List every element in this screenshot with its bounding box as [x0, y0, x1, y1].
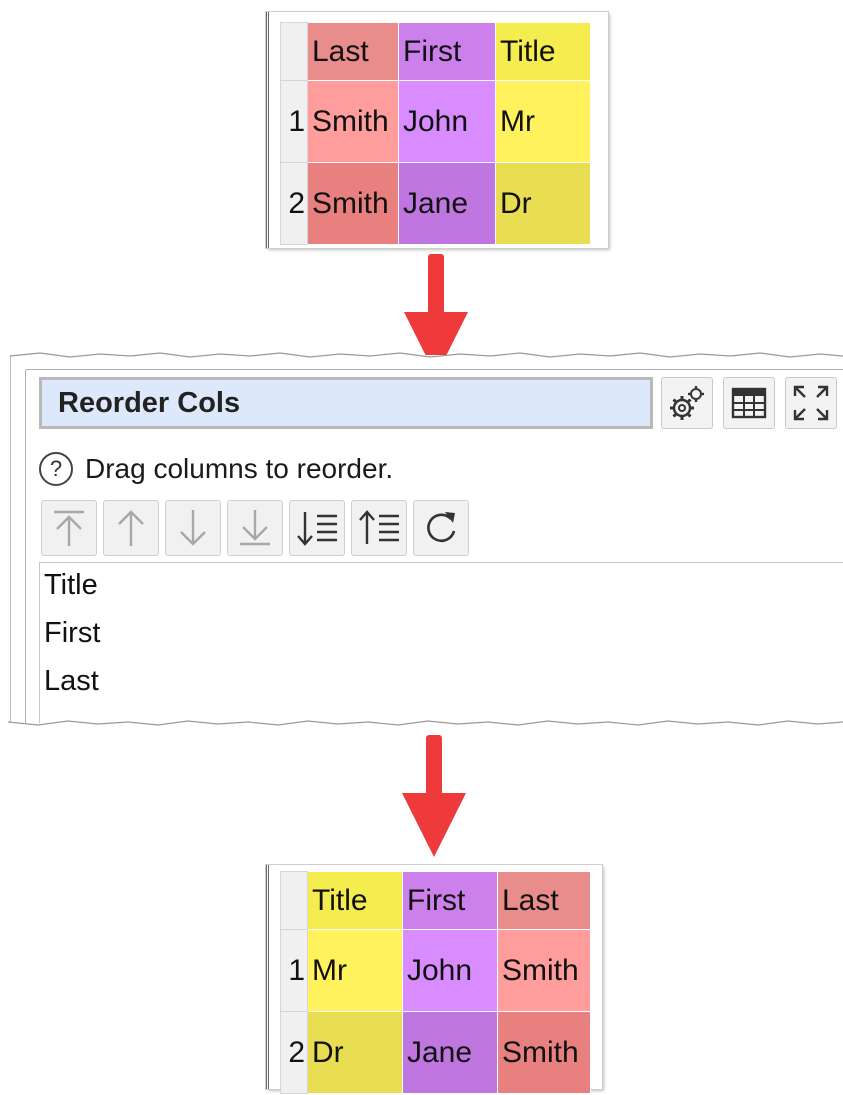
transform-title-field[interactable]: Reorder Cols: [39, 377, 653, 429]
column-order-list[interactable]: Title First Last: [39, 562, 843, 723]
table-cell[interactable]: Smith: [497, 929, 591, 1012]
sort-asc-icon: [359, 510, 399, 544]
table-row: 1 Smith John Mr: [280, 80, 591, 163]
maximize-button[interactable]: [785, 377, 837, 429]
help-icon[interactable]: ?: [39, 452, 73, 486]
column-header-first[interactable]: First: [398, 22, 496, 81]
column-header-first[interactable]: First: [402, 871, 498, 930]
options-button[interactable]: [661, 377, 713, 429]
table-cell[interactable]: Dr: [495, 162, 591, 245]
column-header-title[interactable]: Title: [307, 871, 403, 930]
table-cell[interactable]: Dr: [307, 1011, 403, 1094]
table-cell[interactable]: Smith: [307, 80, 399, 163]
row-number: 2: [280, 162, 308, 245]
list-item[interactable]: First: [44, 617, 101, 649]
refresh-icon: [427, 512, 456, 543]
move-down-button[interactable]: [165, 500, 221, 556]
move-to-top-button[interactable]: [41, 500, 97, 556]
header-row: Title First Last: [280, 871, 591, 930]
reorder-cols-panel: Reorder Cols: [10, 355, 843, 723]
table-cell[interactable]: Mr: [307, 929, 403, 1012]
sort-ascending-button[interactable]: [351, 500, 407, 556]
torn-edge-bottom: [0, 720, 843, 730]
table-row: 1 Mr John Smith: [280, 929, 591, 1012]
expand-icon: [793, 385, 829, 421]
output-table: Title First Last 1 Mr John Smith 2 Dr Ja…: [280, 871, 591, 1094]
help-text: Drag columns to reorder.: [85, 453, 394, 484]
table-cell[interactable]: Smith: [497, 1011, 591, 1094]
table-cell[interactable]: John: [398, 80, 496, 163]
reset-button[interactable]: [413, 500, 469, 556]
corner-cell: [280, 22, 308, 81]
header-row: Last First Title: [280, 22, 591, 81]
flow-arrow-down-icon: [402, 735, 466, 857]
list-item[interactable]: Title: [44, 569, 98, 601]
sort-descending-button[interactable]: [289, 500, 345, 556]
move-bottom-icon: [240, 510, 270, 546]
sort-desc-icon: [297, 512, 337, 546]
corner-cell: [280, 871, 308, 930]
row-number: 1: [280, 80, 308, 163]
move-up-button[interactable]: [103, 500, 159, 556]
table-cell[interactable]: John: [402, 929, 498, 1012]
input-table-panel: Last First Title 1 Smith John Mr 2 Smith…: [266, 12, 608, 248]
table-row: 2 Dr Jane Smith: [280, 1011, 591, 1094]
help-row: ? Drag columns to reorder.: [39, 447, 393, 491]
column-header-last[interactable]: Last: [307, 22, 399, 81]
gears-icon: [670, 386, 704, 420]
table-icon: [731, 387, 767, 419]
move-top-icon: [54, 510, 84, 546]
table-cell[interactable]: Jane: [402, 1011, 498, 1094]
table-cell[interactable]: Mr: [495, 80, 591, 163]
row-number: 1: [280, 929, 308, 1012]
table-cell[interactable]: Smith: [307, 162, 399, 245]
row-number: 2: [280, 1011, 308, 1094]
column-header-title[interactable]: Title: [495, 22, 591, 81]
column-header-last[interactable]: Last: [497, 871, 591, 930]
arrow-up-icon: [118, 510, 144, 546]
arrow-down-icon: [180, 510, 206, 546]
view-table-button[interactable]: [723, 377, 775, 429]
torn-edge-top: [9, 352, 843, 358]
table-row: 2 Smith Jane Dr: [280, 162, 591, 245]
move-to-bottom-button[interactable]: [227, 500, 283, 556]
output-table-panel: Title First Last 1 Mr John Smith 2 Dr Ja…: [266, 865, 602, 1094]
input-table: Last First Title 1 Smith John Mr 2 Smith…: [280, 22, 591, 245]
list-item[interactable]: Last: [44, 665, 99, 697]
flow-arrow-down-icon: [404, 254, 468, 376]
table-cell[interactable]: Jane: [398, 162, 496, 245]
